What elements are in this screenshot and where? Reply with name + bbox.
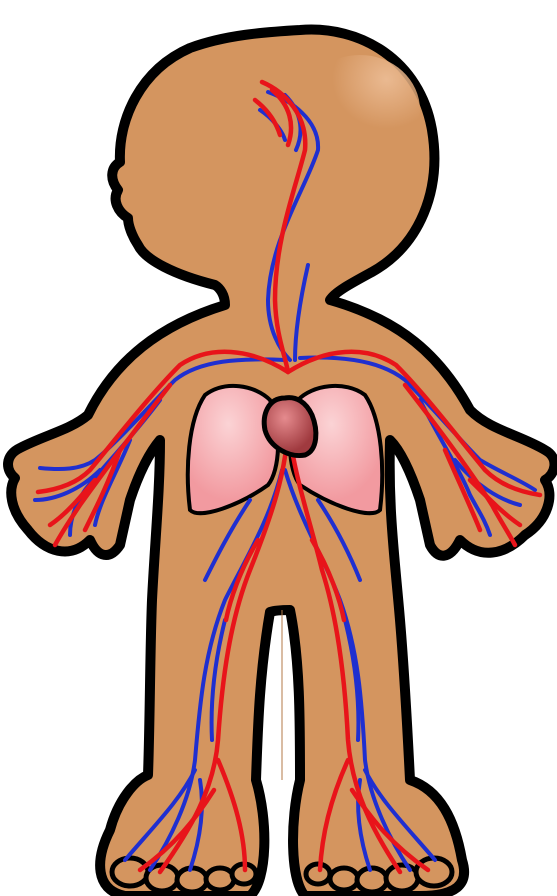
circulatory-system-figure xyxy=(0,0,557,896)
